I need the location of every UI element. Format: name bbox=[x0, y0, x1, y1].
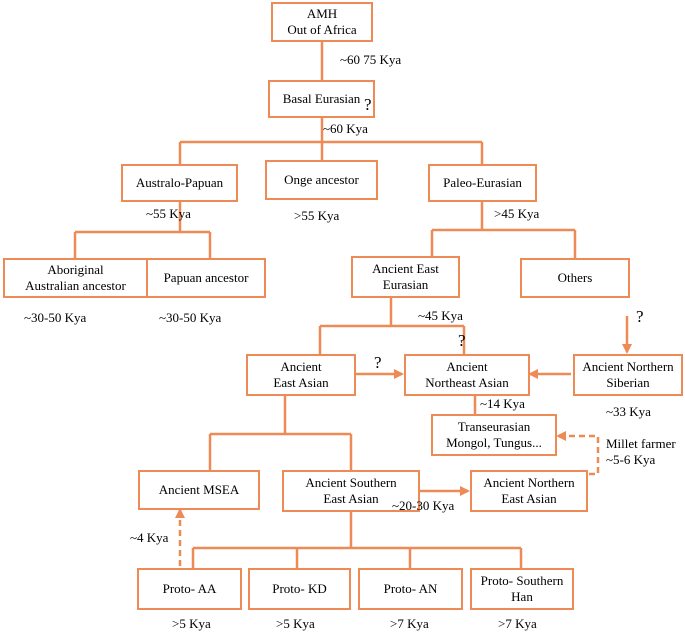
node-proto-an-label: Proto- AN bbox=[383, 581, 438, 596]
node-amh-label: AMH Out of Africa bbox=[287, 6, 357, 37]
label-proto-han-date: >7 Kya bbox=[498, 616, 537, 631]
question-mark-basal: ? bbox=[364, 95, 372, 114]
node-ancient-northern-east-asian-label: Ancient Northern East Asian bbox=[483, 475, 575, 506]
label-proto-an-date: >7 Kya bbox=[390, 616, 429, 631]
node-ancient-msea: Ancient MSEA bbox=[138, 470, 260, 510]
label-proto-kd-date: >5 Kya bbox=[276, 616, 315, 631]
label-msea-date: ~4 Kya bbox=[130, 530, 169, 545]
node-australo-papuan-label: Australo-Papuan bbox=[135, 175, 224, 190]
label-basal-date: ~60 Kya bbox=[323, 121, 368, 136]
label-northeast-date: ~14 Kya bbox=[480, 396, 525, 411]
node-proto-southern-han-label: Proto- Southern Han bbox=[480, 573, 564, 604]
node-aboriginal-australian: Aboriginal Australian ancestor bbox=[3, 258, 148, 298]
node-ancient-northern-east-asian: Ancient Northern East Asian bbox=[470, 470, 588, 512]
node-ancient-northeast-asian: Ancient Northeast Asian bbox=[404, 354, 530, 396]
node-proto-aa-label: Proto- AA bbox=[162, 581, 217, 596]
node-paleo-eurasian-label: Paleo-Eurasian bbox=[443, 175, 522, 190]
node-proto-southern-han: Proto- Southern Han bbox=[470, 568, 574, 610]
node-onge-ancestor-label: Onge ancestor bbox=[284, 172, 359, 187]
node-ancient-northeast-asian-label: Ancient Northeast Asian bbox=[425, 359, 509, 390]
node-proto-an: Proto- AN bbox=[358, 568, 463, 610]
node-transeurasian: Transeurasian Mongol, Tungus... bbox=[431, 414, 557, 456]
node-onge-ancestor: Onge ancestor bbox=[265, 160, 378, 200]
node-transeurasian-label: Transeurasian Mongol, Tungus... bbox=[446, 419, 542, 450]
label-east-eurasian-date: ~45 Kya bbox=[418, 308, 463, 323]
node-basal-eurasian-label: Basal Eurasian bbox=[282, 91, 361, 106]
node-proto-kd-label: Proto- KD bbox=[272, 581, 327, 596]
node-amh: AMH Out of Africa bbox=[271, 2, 373, 42]
label-siberian-date: ~33 Kya bbox=[606, 404, 651, 419]
node-aboriginal-australian-label: Aboriginal Australian ancestor bbox=[25, 262, 126, 293]
label-southern-date: ~20-30 Kya bbox=[392, 498, 455, 513]
label-proto-aa-date: >5 Kya bbox=[172, 616, 211, 631]
node-ancient-east-asian: Ancient East Asian bbox=[246, 354, 356, 396]
node-proto-aa: Proto- AA bbox=[137, 568, 242, 610]
node-others-label: Others bbox=[557, 270, 593, 285]
node-ancient-east-asian-label: Ancient East Asian bbox=[273, 359, 329, 390]
node-ancient-northern-siberian: Ancient Northern Siberian bbox=[573, 354, 683, 396]
node-others: Others bbox=[520, 258, 630, 298]
question-mark-east-asian-link: ? bbox=[374, 353, 382, 372]
node-ancient-msea-label: Ancient MSEA bbox=[158, 482, 240, 497]
label-millet-farmer: Millet farmer ~5-6 Kya bbox=[606, 436, 676, 467]
node-ancient-southern-east-asian-label: Ancient Southern East Asian bbox=[305, 475, 397, 506]
node-paleo-eurasian: Paleo-Eurasian bbox=[428, 164, 537, 202]
node-basal-eurasian: Basal Eurasian bbox=[268, 80, 375, 118]
node-proto-kd: Proto- KD bbox=[248, 568, 351, 610]
label-aboriginal-date: ~30-50 Kya bbox=[24, 310, 87, 325]
label-paleo-date: >45 Kya bbox=[494, 206, 540, 221]
node-ancient-east-eurasian-label: Ancient East Eurasian bbox=[372, 261, 439, 292]
node-ancient-northern-siberian-label: Ancient Northern Siberian bbox=[582, 359, 674, 390]
node-papuan-ancestor-label: Papuan ancestor bbox=[163, 270, 249, 285]
node-australo-papuan: Australo-Papuan bbox=[121, 164, 238, 202]
node-ancient-southern-east-asian: Ancient Southern East Asian bbox=[282, 470, 420, 512]
label-amh-date: ~60 75 Kya bbox=[340, 52, 402, 67]
node-papuan-ancestor: Papuan ancestor bbox=[146, 258, 266, 298]
label-papuan-date: ~30-50 Kya bbox=[159, 310, 222, 325]
question-mark-others: ? bbox=[636, 307, 644, 326]
question-mark-northeast: ? bbox=[458, 331, 466, 350]
label-australo-date: ~55 Kya bbox=[146, 206, 191, 221]
label-onge-date: >55 Kya bbox=[294, 208, 340, 223]
node-ancient-east-eurasian: Ancient East Eurasian bbox=[351, 256, 460, 298]
